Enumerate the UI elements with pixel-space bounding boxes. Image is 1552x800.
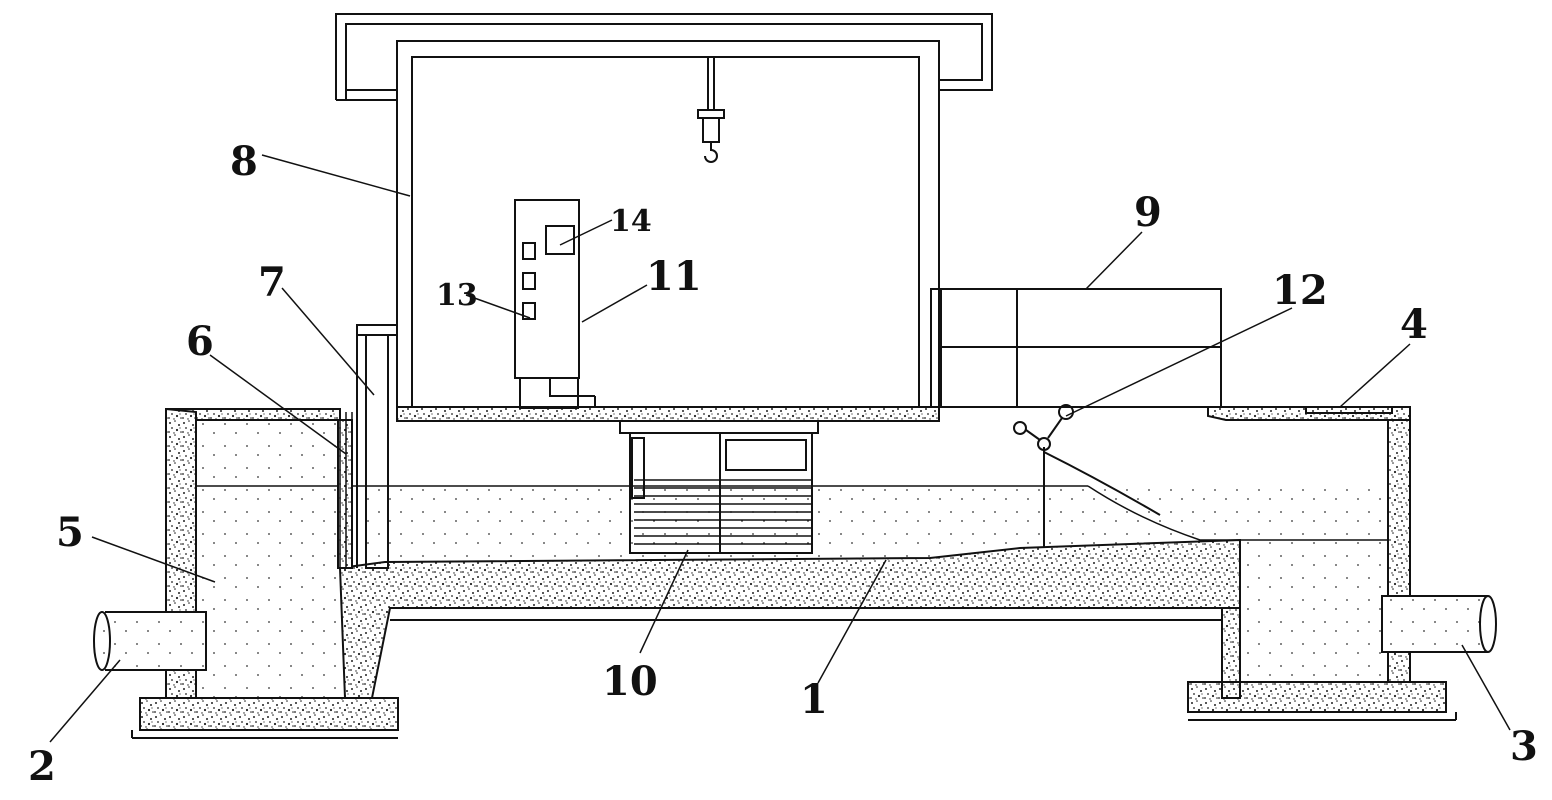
water-channel <box>196 420 1388 699</box>
hatch-cover <box>1305 406 1393 414</box>
label-6: 6 <box>186 318 214 365</box>
label-4: 4 <box>1400 301 1428 348</box>
float-valve <box>1013 404 1161 548</box>
label-8: 8 <box>230 138 258 185</box>
inlet-pipe <box>93 611 207 671</box>
pump-unit <box>619 420 819 554</box>
label-13: 13 <box>436 278 478 313</box>
indicator-2 <box>522 272 536 290</box>
label-1: 1 <box>800 676 828 723</box>
label-10: 10 <box>602 658 658 705</box>
gate <box>339 412 353 568</box>
distribution-box <box>930 288 1222 408</box>
label-7: 7 <box>258 259 286 306</box>
label-12: 12 <box>1272 267 1328 314</box>
indicator-3 <box>522 302 536 320</box>
leader-lines <box>49 154 1511 743</box>
outlet-tank <box>1187 419 1457 721</box>
label-5: 5 <box>56 509 84 556</box>
gate-slot <box>356 324 398 569</box>
display-screen <box>545 225 575 255</box>
label-11: 11 <box>646 253 702 300</box>
label-9: 9 <box>1134 189 1162 236</box>
inlet-tank <box>131 408 399 739</box>
label-14: 14 <box>610 204 652 239</box>
machine-room <box>396 40 940 422</box>
hoist-hook <box>697 57 725 163</box>
deck-slab <box>939 406 1411 421</box>
crane-rail <box>335 13 993 101</box>
outlet-pipe <box>1381 595 1497 653</box>
label-3: 3 <box>1510 723 1538 770</box>
label-2: 2 <box>28 743 56 790</box>
indicator-1 <box>522 242 536 260</box>
control-cabinet <box>514 199 596 409</box>
